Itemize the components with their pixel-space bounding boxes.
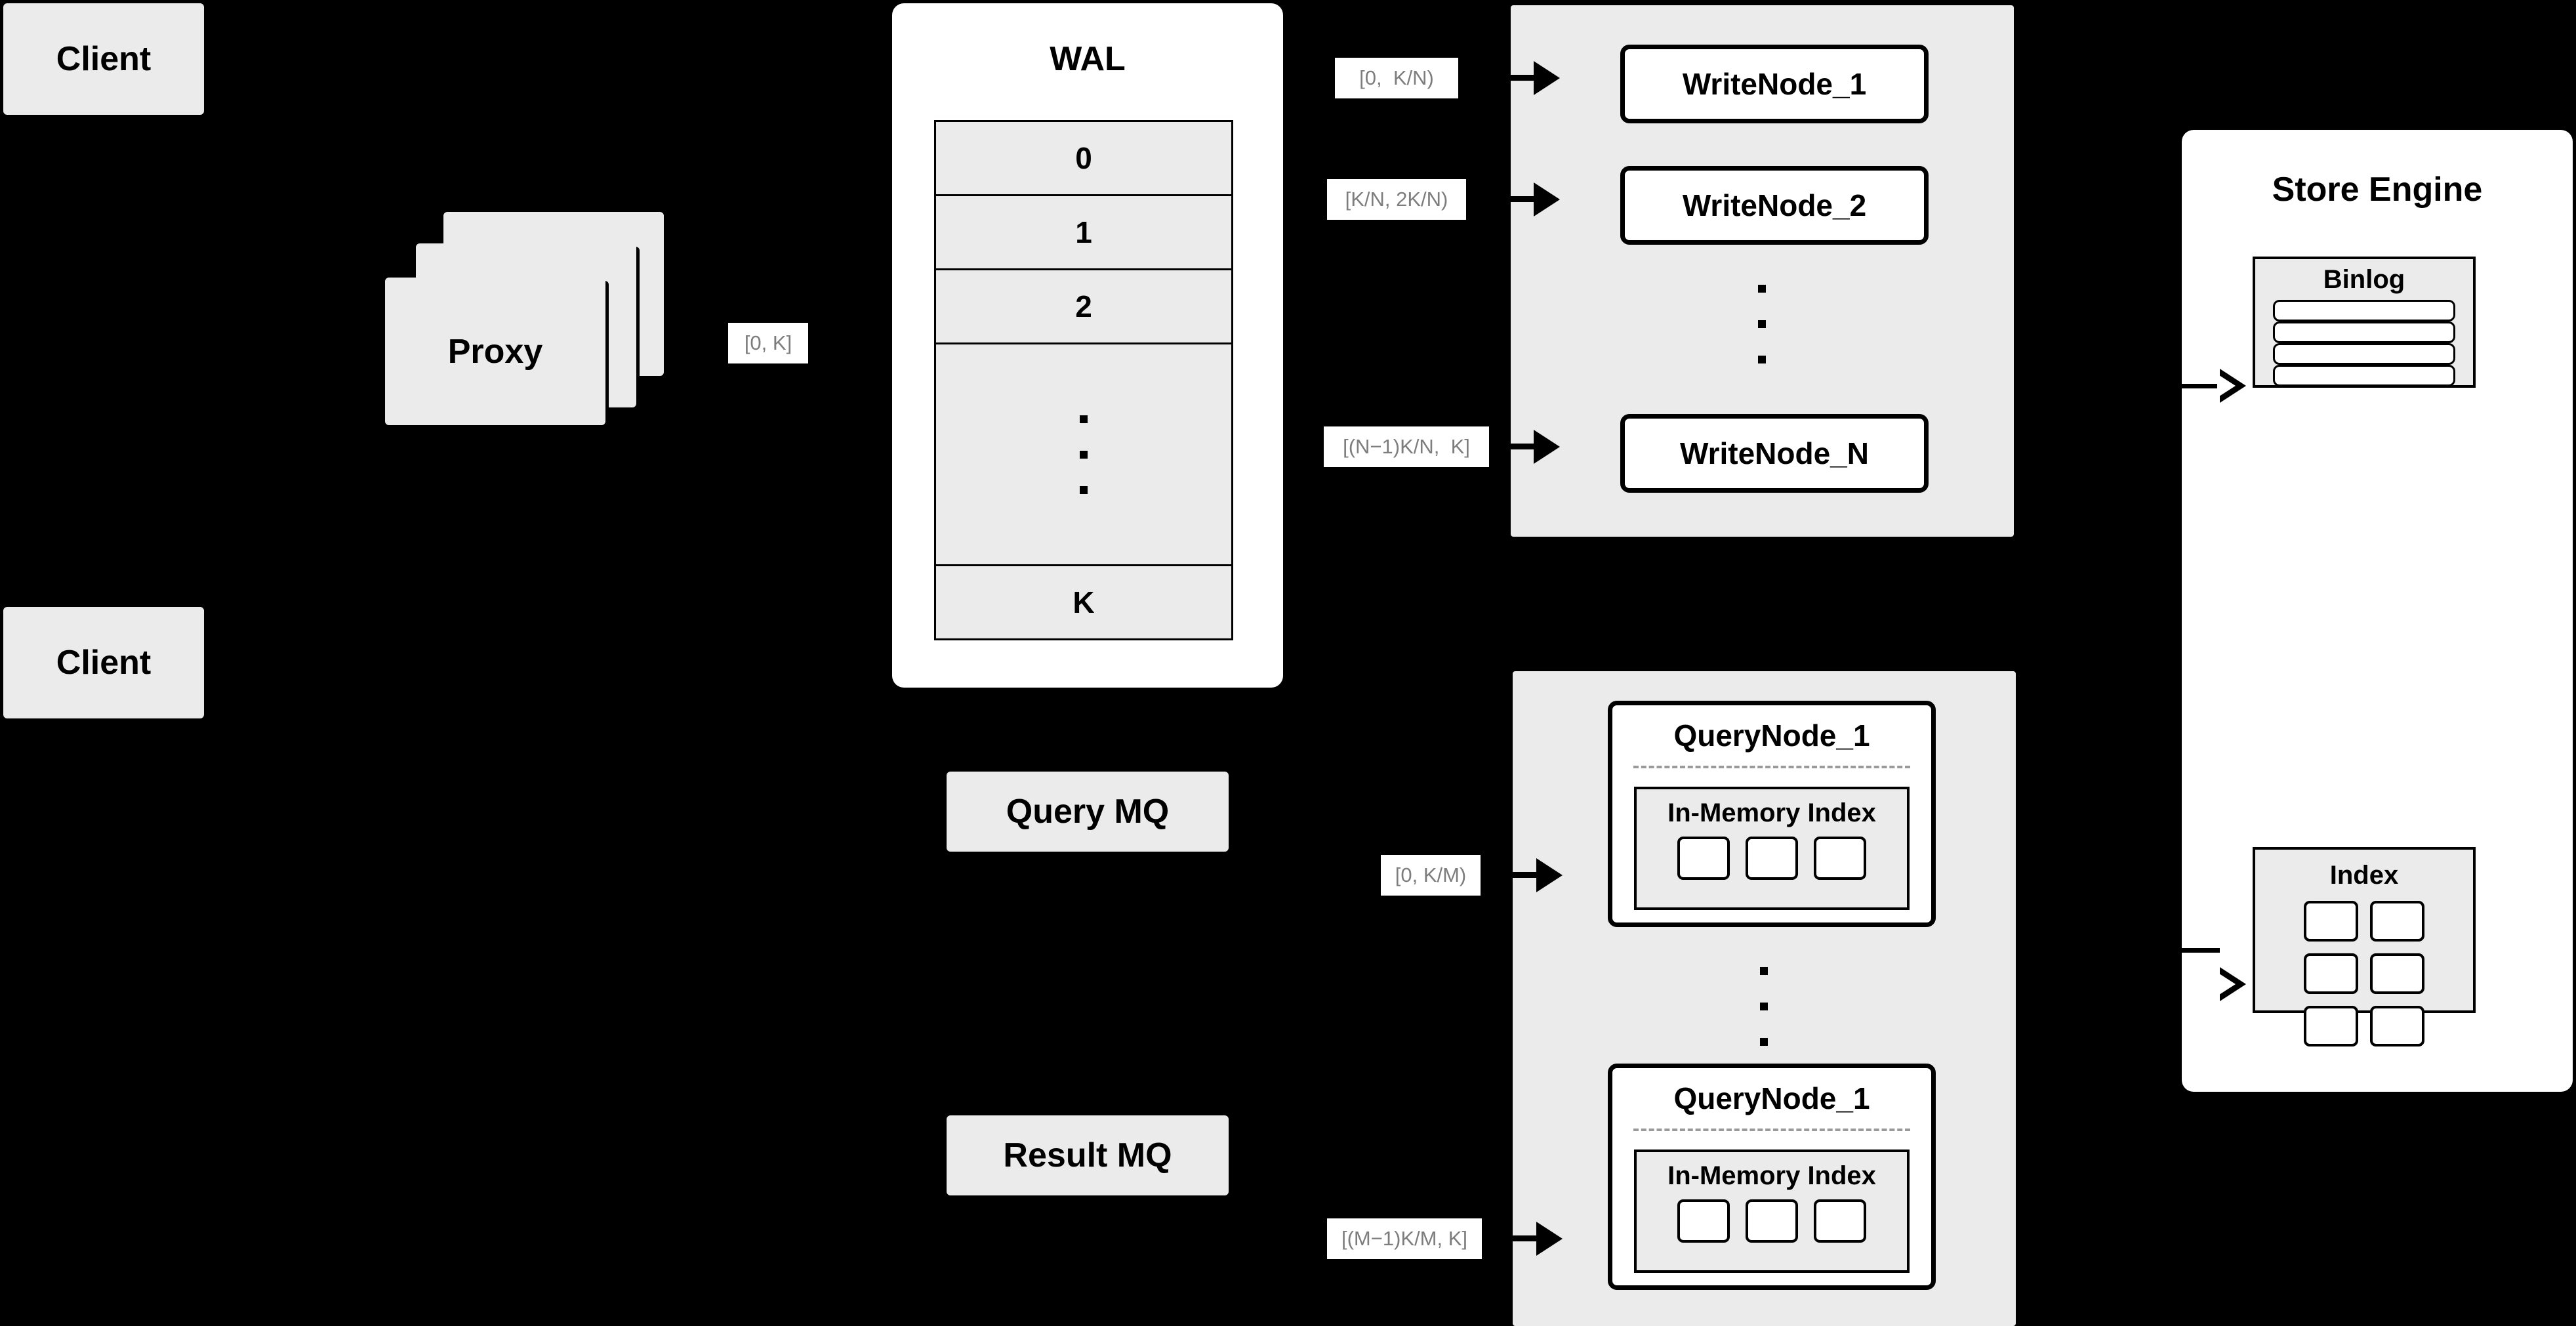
- arrow-line-write-n: [1489, 444, 1535, 449]
- binlog-title: Binlog: [2323, 264, 2405, 294]
- arrow-head-write-1: [1534, 61, 1560, 95]
- write-node-n-label: WriteNode_N: [1680, 436, 1869, 470]
- index-chip[interactable]: [2370, 901, 2424, 942]
- index-chip-grid: [2255, 901, 2473, 1046]
- range-label-proxy-to-wal: [0, K]: [728, 323, 808, 363]
- binlog-row[interactable]: [2273, 365, 2455, 386]
- binlog-box: Binlog: [2253, 257, 2476, 388]
- store-engine-panel: Store Engine Binlog Index: [2182, 130, 2573, 1092]
- index-chip[interactable]: [1746, 837, 1798, 880]
- query-node-2-inmemory-index: In-Memory Index: [1634, 1150, 1910, 1273]
- write-node-ellipsis-icon: [1758, 271, 1766, 377]
- wal-cell-1: 1: [934, 196, 1233, 270]
- store-engine-title: Store Engine: [2272, 171, 2483, 209]
- query-node-ellipsis-icon: [1760, 953, 1768, 1060]
- query-node-1[interactable]: QueryNode_1 In-Memory Index: [1608, 701, 1936, 927]
- range-label-write-node-1: [0, K/N): [1335, 58, 1458, 98]
- write-node-n[interactable]: WriteNode_N: [1620, 414, 1929, 493]
- arrow-line-binlog: [2162, 384, 2220, 388]
- index-box: Index: [2253, 847, 2476, 1046]
- client-label-2: Client: [56, 644, 152, 682]
- proxy-box[interactable]: Proxy: [385, 278, 605, 425]
- index-chip[interactable]: [1677, 1199, 1730, 1243]
- query-node-1-divider: [1633, 766, 1910, 768]
- write-node-1-label: WriteNode_1: [1682, 67, 1867, 101]
- result-mq-box[interactable]: Result MQ: [947, 1115, 1229, 1195]
- client-box-2[interactable]: Client: [3, 607, 204, 718]
- index-chip[interactable]: [2370, 953, 2424, 994]
- query-node-2-divider: [1633, 1129, 1910, 1131]
- range-label-write-node-2: [K/N, 2K/N): [1327, 179, 1466, 220]
- arrow-head-write-n: [1534, 430, 1560, 464]
- query-node-2[interactable]: QueryNode_1 In-Memory Index: [1608, 1064, 1936, 1290]
- wal-cell-2: 2: [934, 270, 1233, 344]
- query-node-2-chip-row: [1637, 1199, 1907, 1243]
- query-node-group: QueryNode_1 In-Memory Index QueryNode_1 …: [1513, 671, 2016, 1326]
- wal-cell-list: 0 1 2 K: [934, 120, 1233, 640]
- range-label-write-node-n: [(N−1)K/N, K]: [1324, 426, 1489, 467]
- client-box-1[interactable]: Client: [3, 3, 204, 115]
- index-chip[interactable]: [1746, 1199, 1798, 1243]
- result-mq-label: Result MQ: [1003, 1136, 1172, 1174]
- write-node-1[interactable]: WriteNode_1: [1620, 45, 1929, 123]
- query-node-1-index-label: In-Memory Index: [1667, 798, 1876, 827]
- query-mq-box[interactable]: Query MQ: [947, 772, 1229, 852]
- binlog-row[interactable]: [2273, 343, 2455, 365]
- query-node-1-chip-row: [1637, 837, 1907, 880]
- index-chip[interactable]: [1814, 1199, 1866, 1243]
- wal-ellipsis-icon: [1080, 402, 1088, 508]
- query-node-1-label: QueryNode_1: [1673, 718, 1870, 753]
- binlog-row[interactable]: [2273, 321, 2455, 343]
- arrow-head-query-m: [1536, 1222, 1563, 1256]
- arrow-line-query-1: [1481, 872, 1538, 878]
- wal-cell-ellipsis: [934, 344, 1233, 566]
- arrow-line-query-m: [1482, 1235, 1538, 1241]
- client-label-1: Client: [56, 40, 152, 78]
- range-label-query-node-m: [(M−1)K/M, K]: [1327, 1218, 1482, 1259]
- arrow-line-write-1: [1459, 75, 1535, 81]
- arrow-head-write-2: [1534, 182, 1560, 217]
- index-chip[interactable]: [2370, 1006, 2424, 1046]
- query-mq-label: Query MQ: [1006, 793, 1170, 831]
- arrow-head-binlog: [2217, 369, 2246, 403]
- query-node-2-label: QueryNode_1: [1673, 1081, 1870, 1115]
- arrow-line-index: [2162, 948, 2220, 953]
- wal-cell-k: K: [934, 566, 1233, 640]
- range-label-query-node-1: [0, K/M): [1381, 855, 1481, 896]
- index-chip[interactable]: [1677, 837, 1730, 880]
- index-chip[interactable]: [2304, 1006, 2358, 1046]
- index-chip[interactable]: [1814, 837, 1866, 880]
- binlog-row-list: [2255, 300, 2473, 386]
- index-chip[interactable]: [2304, 901, 2358, 942]
- arrow-head-query-1: [1536, 858, 1563, 892]
- proxy-label: Proxy: [447, 332, 543, 371]
- wal-panel: WAL 0 1 2 K: [892, 3, 1283, 688]
- query-node-1-inmemory-index: In-Memory Index: [1634, 787, 1910, 910]
- index-chip[interactable]: [2304, 953, 2358, 994]
- wal-cell-0: 0: [934, 120, 1233, 196]
- write-node-group: WriteNode_1 WriteNode_2 WriteNode_N: [1511, 5, 2014, 537]
- write-node-2-label: WriteNode_2: [1682, 188, 1867, 222]
- arrow-head-index: [2217, 967, 2246, 1001]
- arrow-line-write-2: [1467, 196, 1535, 202]
- wal-title: WAL: [1050, 40, 1126, 78]
- binlog-row[interactable]: [2273, 300, 2455, 321]
- write-node-2[interactable]: WriteNode_2: [1620, 166, 1929, 245]
- index-title: Index: [2329, 860, 2399, 890]
- query-node-2-index-label: In-Memory Index: [1667, 1161, 1876, 1190]
